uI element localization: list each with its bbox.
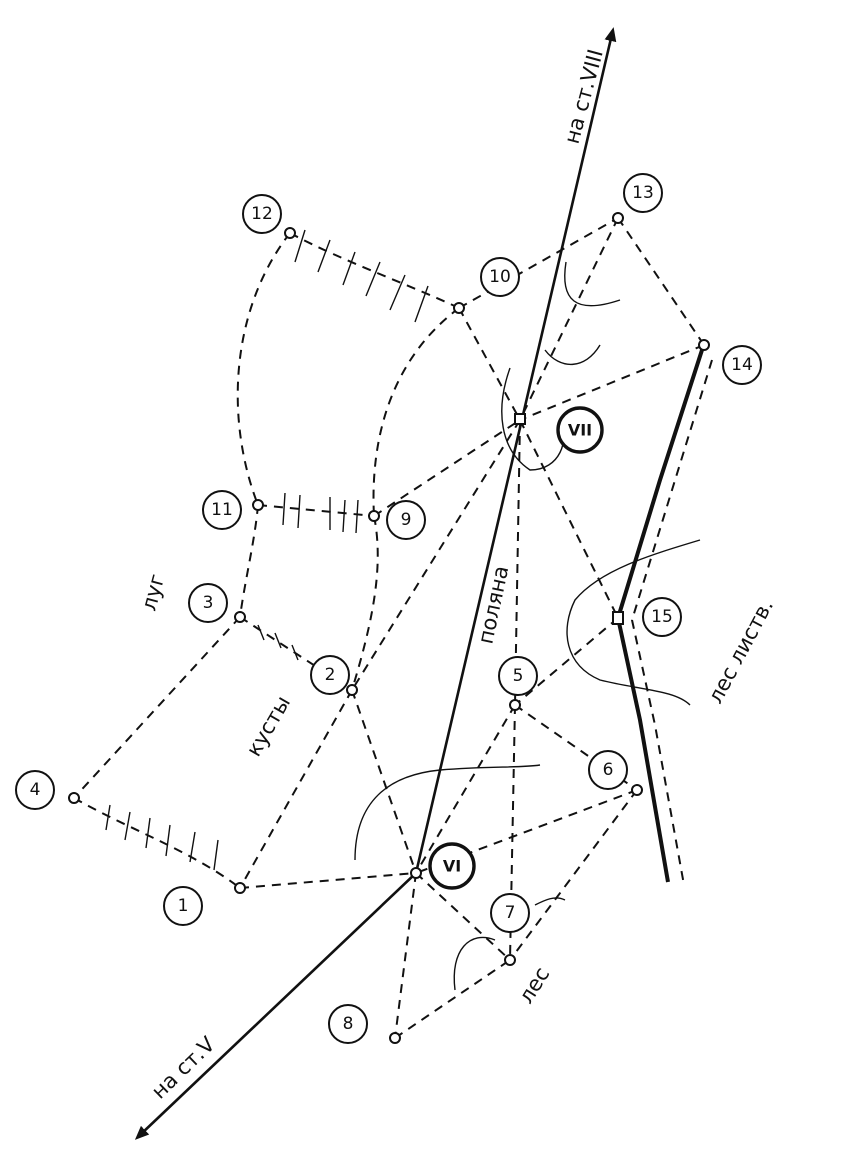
svg-text:14: 14 [731,355,753,375]
annotation-deciduous-forest: лес листв. [703,595,778,707]
station-label-9: 9 [386,500,426,540]
station-label-6: 6 [588,750,628,790]
svg-text:10: 10 [489,267,511,287]
station-label-12: 12 [242,194,282,234]
annotation-bushes: кусты [242,692,296,761]
station-labels: 12 13 10 14 VII 11 9 3 2 15 5 6 4 VI 1 7… [15,173,762,1044]
annotations: на ст.VIII на ст.V луг кусты поляна лес … [137,47,779,1104]
svg-text:4: 4 [30,780,41,800]
station-label-11: 11 [202,490,242,530]
hatch-ticks [105,229,429,871]
station-label-7: 7 [490,893,530,933]
station-label-13: 13 [623,173,663,213]
svg-text:5: 5 [513,666,524,686]
svg-text:VII: VII [568,421,592,440]
station-label-1: 1 [163,886,203,926]
svg-text:15: 15 [651,607,673,627]
forest-edge-dashed [630,359,713,886]
svg-text:6: 6 [603,760,614,780]
svg-text:12: 12 [251,204,273,224]
traverse-line-south [134,872,417,1140]
svg-text:3: 3 [203,593,214,613]
station-label-5: 5 [498,656,538,696]
station-label-15: 15 [642,597,682,637]
station-label-vii: VII [556,406,604,454]
annotation-forest: лес [514,963,554,1008]
station-label-4: 4 [15,770,55,810]
svg-text:7: 7 [505,903,516,923]
annotation-to-station-viii: на ст.VIII [560,47,608,147]
station-label-3: 3 [188,583,228,623]
station-label-10: 10 [480,257,520,297]
svg-text:11: 11 [211,500,233,520]
station-label-2: 2 [310,655,350,695]
svg-text:2: 2 [325,665,336,685]
svg-text:9: 9 [401,510,412,530]
svg-text:8: 8 [343,1014,354,1034]
survey-points [68,212,710,1044]
station-label-14: 14 [722,345,762,385]
svg-text:VI: VI [443,857,461,876]
annotation-meadow: луг [137,571,170,613]
station-label-vi: VI [428,842,476,890]
station-label-8: 8 [328,1004,368,1044]
svg-text:13: 13 [632,183,654,203]
svg-text:1: 1 [178,896,189,916]
